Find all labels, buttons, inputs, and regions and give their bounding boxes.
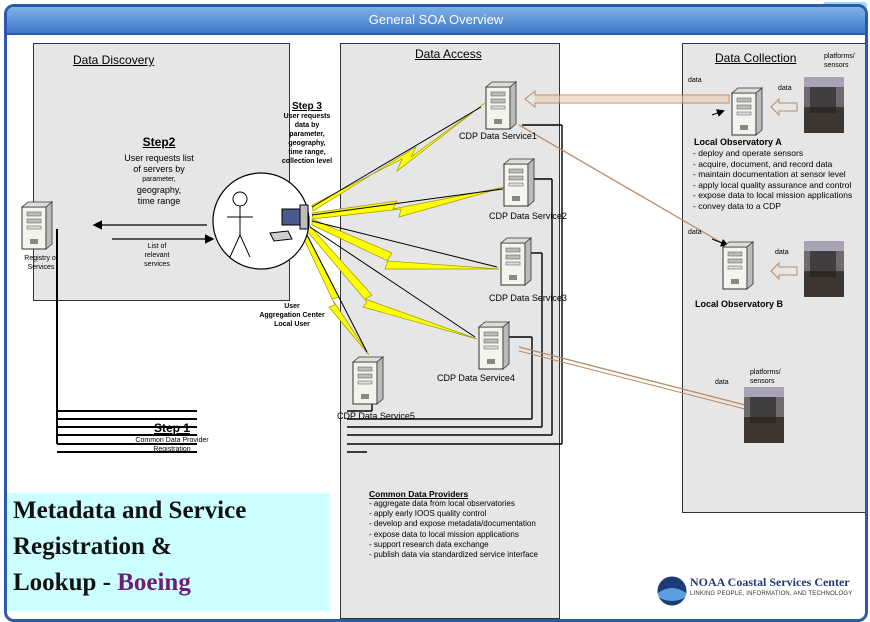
step2-line5: time range xyxy=(137,196,181,206)
list-label-1: List of xyxy=(147,243,167,250)
boeing-label: Boeing xyxy=(117,569,191,596)
observatory-a-bullet: - maintain documentation at sensor level xyxy=(693,169,846,179)
step3-line6: collection level xyxy=(281,158,333,165)
user-icon xyxy=(212,172,310,270)
cdp-server1-icon xyxy=(485,81,517,130)
registry-server-icon xyxy=(21,201,53,250)
step1-line2: Registration xyxy=(153,446,191,453)
cdp-server3-icon xyxy=(500,237,532,286)
noaa-logo-icon xyxy=(656,575,688,607)
step3-line3: parameter, xyxy=(289,131,325,138)
sensor-photo-3 xyxy=(744,387,784,443)
observatory-a-bullet: - acquire, document, and record data xyxy=(693,158,833,169)
diagram-canvas xyxy=(21,77,844,607)
sensor-photo-1 xyxy=(804,77,844,133)
title-bar: General SOA Overview xyxy=(7,7,865,35)
platforms-label-2a: platforms/ xyxy=(750,369,781,376)
registry-label-2: Services xyxy=(27,264,55,271)
user-label-1: User xyxy=(284,303,300,310)
cdp-server5-icon xyxy=(352,356,384,405)
observatory-a-bullet: - convey data to a CDP xyxy=(693,200,781,211)
cdp-notes-bullet: - expose data to local mission applicati… xyxy=(369,529,519,539)
observatory-b-server-icon xyxy=(722,241,754,290)
step3-line5: time range, xyxy=(288,149,326,156)
observatory-a-server-icon xyxy=(731,87,763,136)
metadata-line1: Metadata and Service xyxy=(13,497,247,524)
sensor-photo-2 xyxy=(804,241,844,297)
cdp-server2-icon xyxy=(503,158,535,207)
step3-label: Step 3 xyxy=(291,101,322,112)
cdp-server4-icon xyxy=(478,321,510,370)
cdp-notes-title: Common Data Providers xyxy=(369,489,469,499)
list-label-2: relevant xyxy=(144,252,170,259)
platforms-label-2b: sensors xyxy=(750,378,775,385)
step1-line1: Common Data Provider xyxy=(135,437,209,444)
data-label-1: data xyxy=(688,77,702,84)
cdp-notes-bullets: - aggregate data from local observatorie… xyxy=(369,499,538,560)
platforms-label-1b: sensors xyxy=(824,62,849,69)
data-access-title: Data Access xyxy=(415,47,482,61)
metadata-line3: Lookup - xyxy=(13,569,118,596)
step2-line1: User requests list xyxy=(124,153,194,163)
noaa-subtitle: LINKING PEOPLE, INFORMATION, AND TECHNOL… xyxy=(690,591,853,597)
cdp-notes-bullet: - publish data via standardized service … xyxy=(369,550,538,560)
cdp-notes-bullet: - develop and expose metadata/documentat… xyxy=(369,519,536,529)
registry-label-1: Registry of xyxy=(24,255,58,262)
metadata-line3-wrap: Lookup - Boeing xyxy=(13,569,191,597)
cdp-service3-label: CDP Data Service3 xyxy=(489,293,567,303)
user-label-3: Local User xyxy=(274,321,310,328)
observatory-a-title: Local Observatory A xyxy=(694,137,782,147)
user-label-2: Aggregation Center xyxy=(259,312,325,319)
cdp-service4-label: CDP Data Service4 xyxy=(437,373,515,383)
observatory-a-bullet: - deploy and operate sensors xyxy=(693,148,804,158)
step3-line2: data by xyxy=(294,122,320,129)
metadata-line2: Registration & xyxy=(13,533,172,560)
cdp-notes-bullet: - support research data exchange xyxy=(369,539,489,549)
observatory-a-bullets: - deploy and operate sensors - acquire, … xyxy=(693,148,852,211)
data-label-2: data xyxy=(778,85,792,92)
noaa-title: NOAA Coastal Services Center xyxy=(690,575,850,589)
cdp-service5-label: CDP Data Service5 xyxy=(337,411,415,421)
slide-frame: General SOA Overview Data Discovery Data… xyxy=(4,4,868,622)
data-discovery-title: Data Discovery xyxy=(73,53,155,67)
observatory-a-bullet: - expose data to local mission applicati… xyxy=(693,190,853,200)
metadata-box: Metadata and Service Registration & Look… xyxy=(7,493,329,611)
data-label-5: data xyxy=(715,379,729,386)
window-title: General SOA Overview xyxy=(368,12,504,27)
observatory-a-bullet: - apply local quality assurance and cont… xyxy=(693,179,852,190)
step1-label: Step 1 xyxy=(153,421,190,435)
data-label-4: data xyxy=(775,249,789,256)
step3-line1: User requests xyxy=(283,113,331,120)
platforms-label-1a: platforms/ xyxy=(824,53,855,60)
cdp-service1-label: CDP Data Service1 xyxy=(459,131,537,141)
step2-line4: geography, xyxy=(136,185,182,195)
list-label-3: services xyxy=(144,261,170,268)
noaa-branding: NOAA Coastal Services Center LINKING PEO… xyxy=(650,573,865,613)
cdp-notes-bullet: - aggregate data from local observatorie… xyxy=(369,499,515,508)
step2-line2: of servers by xyxy=(133,164,185,174)
data-label-3: data xyxy=(688,229,702,236)
step3-line4: geography, xyxy=(288,140,326,147)
step2-line3: parameter, xyxy=(142,176,176,183)
data-collection-title: Data Collection xyxy=(715,51,797,65)
cdp-service2-label: CDP Data Service2 xyxy=(489,211,567,221)
cdp-notes-bullet: - apply early IOOS quality control xyxy=(369,509,487,519)
observatory-b-title: Local Observatory B xyxy=(695,299,784,309)
step2-label: Step2 xyxy=(142,135,176,149)
